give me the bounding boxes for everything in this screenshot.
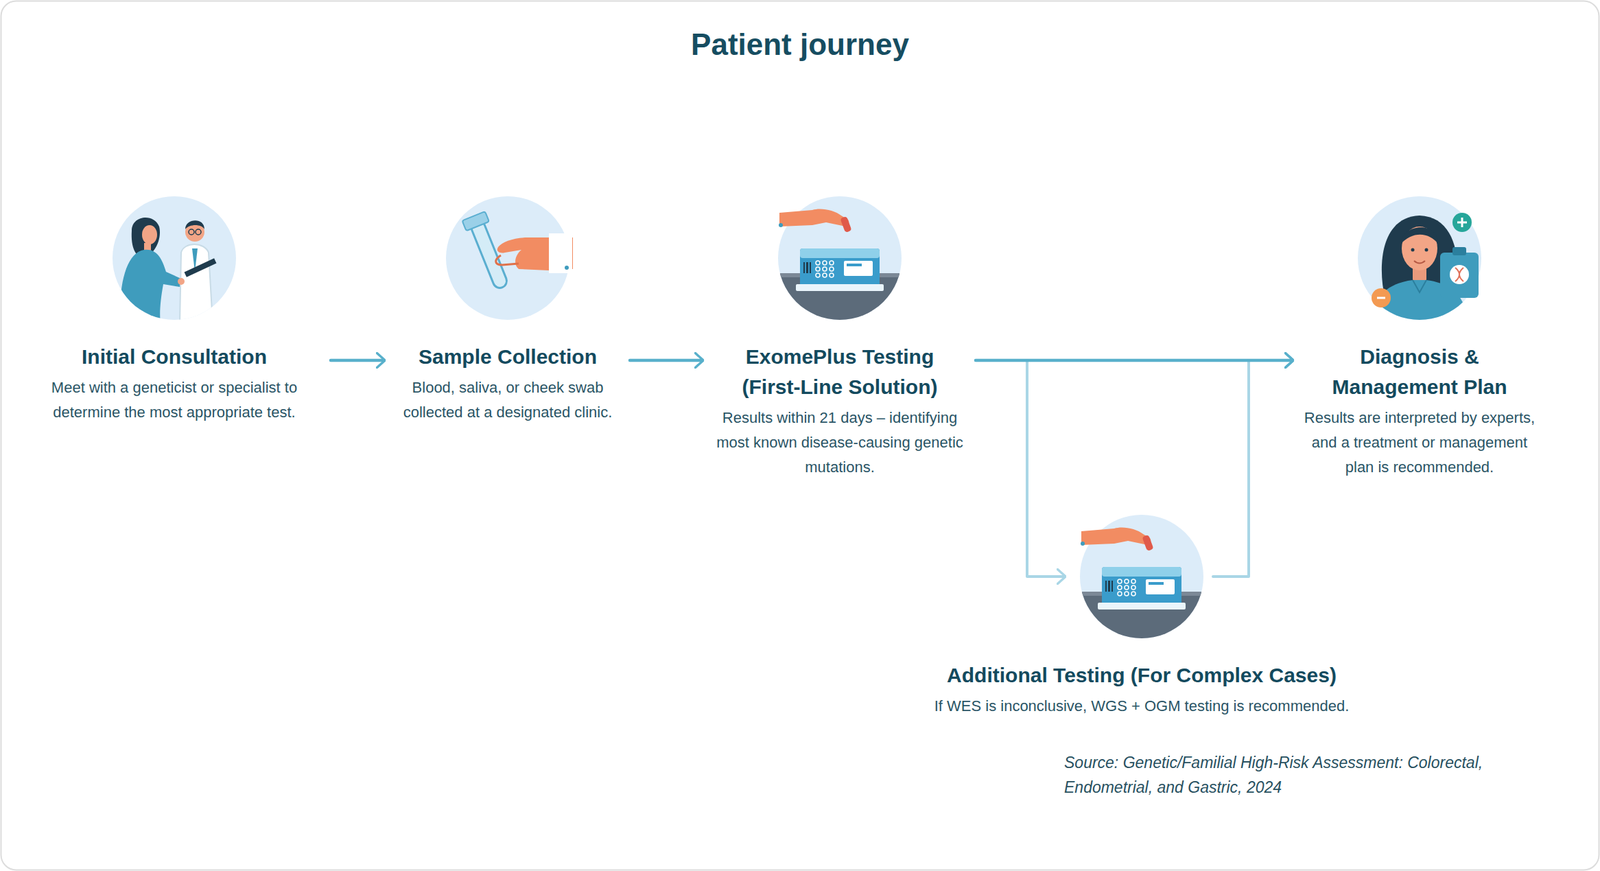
flow-arrow <box>330 358 385 363</box>
step-description: Results within 21 days – identifying mos… <box>709 405 971 480</box>
icon-space <box>778 196 902 320</box>
testing-icon <box>774 196 905 328</box>
step-description: Meet with a geneticist or specialist to … <box>23 375 326 425</box>
icon-space <box>1079 514 1204 639</box>
diagram-title: Patient journey <box>0 26 1600 64</box>
journey-step: Sample CollectionBlood, saliva, or cheek… <box>391 196 625 425</box>
journey-step: Diagnosis & Management PlanResults are i… <box>1299 196 1540 480</box>
step-heading: ExomePlus Testing (First-Line Solution) <box>730 341 950 403</box>
icon-space <box>112 196 237 320</box>
flow-arrow <box>975 358 1293 363</box>
branch-connector <box>975 360 1065 577</box>
icon-space <box>1357 196 1482 320</box>
step-heading: Initial Consultation <box>23 341 326 372</box>
step-description: If WES is inconclusive, WGS + OGM testin… <box>798 693 1485 719</box>
journey-step: ExomePlus Testing (First-Line Solution)R… <box>709 196 971 480</box>
step-heading: Sample Collection <box>391 341 625 372</box>
step-description: Blood, saliva, or cheek swab collected a… <box>391 375 625 425</box>
testing-icon <box>1076 514 1207 647</box>
consultation-icon <box>112 196 237 324</box>
step-heading: Diagnosis & Management Plan <box>1323 341 1516 403</box>
journey-step: Additional Testing (For Complex Cases)If… <box>798 514 1485 719</box>
source-note: Source: Genetic/Familial High-Risk Asses… <box>1064 749 1531 800</box>
branch-connector <box>1213 360 1293 577</box>
step-description: Results are interpreted by experts, and … <box>1299 405 1540 480</box>
icon-space <box>445 196 570 320</box>
diagnosis-icon <box>1357 196 1482 327</box>
journey-step: Initial ConsultationMeet with a genetici… <box>23 196 326 425</box>
sample-icon <box>445 196 573 320</box>
step-heading: Additional Testing (For Complex Cases) <box>798 660 1485 691</box>
flow-arrow <box>629 358 703 363</box>
